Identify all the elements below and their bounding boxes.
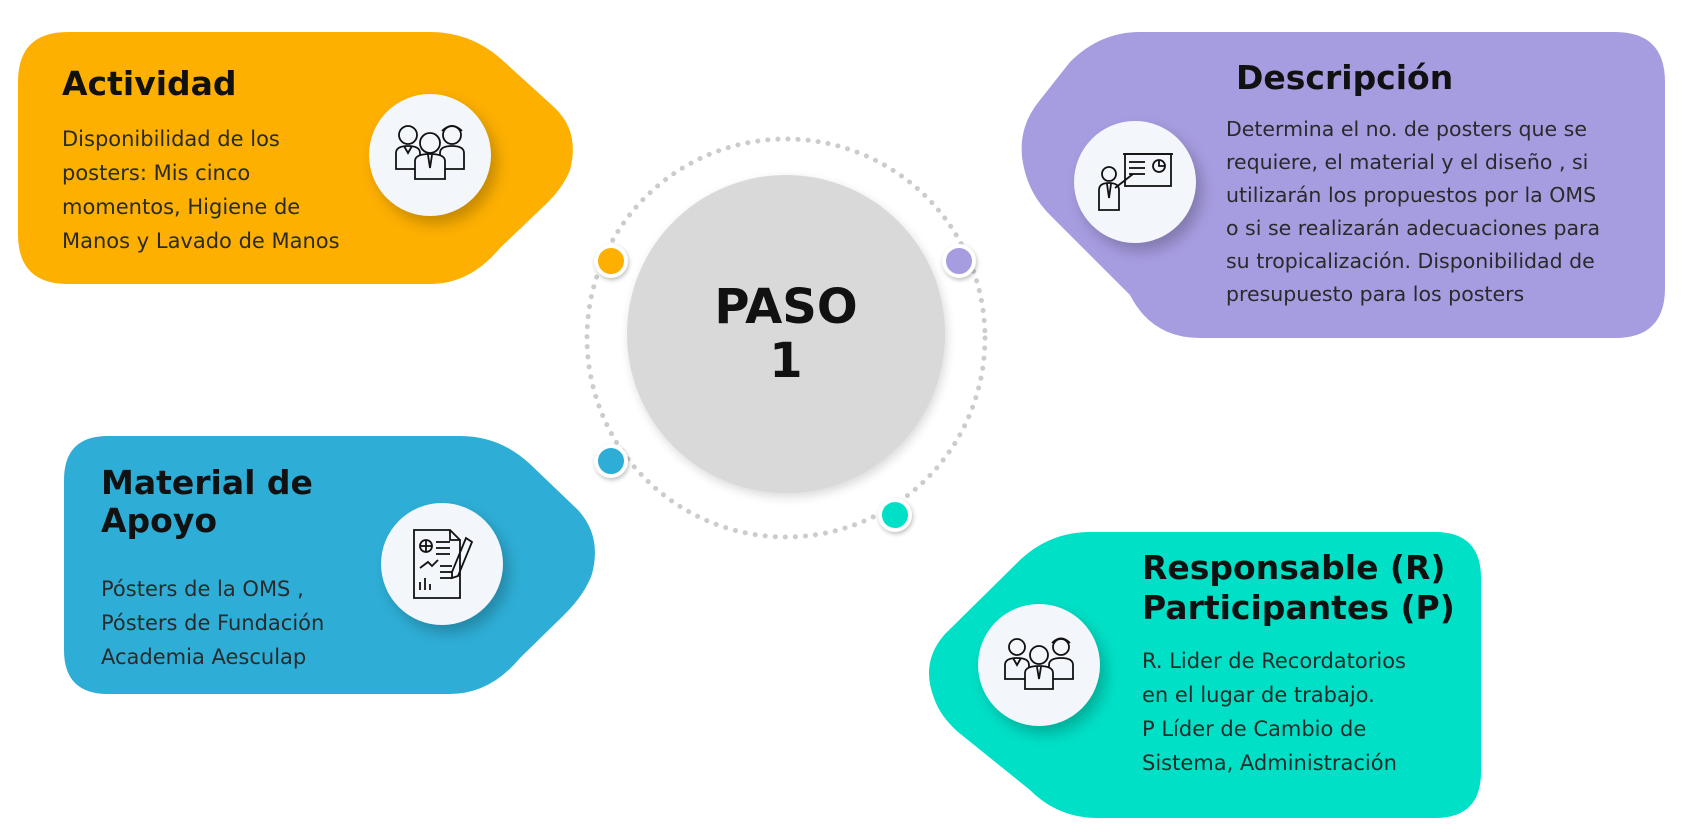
descripcion-description: Determina el no. de posters que se requi… — [1226, 113, 1646, 311]
presentation-icon — [1098, 153, 1173, 211]
material-title: Material de Apoyo — [101, 464, 313, 540]
material-description: Pósters de la OMS , Pósters de Fundación… — [101, 572, 401, 674]
text-line: Academia Aesculap — [101, 645, 307, 669]
actividad-title: Actividad — [62, 64, 237, 103]
text-line: Manos y Lavado de Manos — [62, 229, 340, 253]
text-line: su tropicalización. Disponibilidad de — [1226, 249, 1595, 273]
report-document-icon — [413, 529, 474, 599]
dotted-ring — [584, 136, 988, 540]
text-line: utilizarán los propuestos por la OMS — [1226, 183, 1597, 207]
text-line: momentos, Higiene de — [62, 195, 301, 219]
blue-dot — [594, 444, 628, 478]
text-line: Pósters de Fundación — [101, 611, 325, 635]
responsable-title: Responsable (R) Participantes (P) — [1142, 548, 1455, 628]
teal-dot — [878, 498, 912, 532]
center-label-number: 1 — [769, 333, 803, 389]
material-card-shape — [64, 436, 595, 694]
text-line: posters: Mis cinco — [62, 161, 251, 185]
text-line: presupuesto para los posters — [1226, 282, 1525, 306]
text-line: Sistema, Administración — [1142, 751, 1397, 775]
descripcion-title: Descripción — [1236, 58, 1454, 97]
actividad-description: Disponibilidad de los posters: Mis cinco… — [62, 122, 382, 258]
people-group-icon — [1004, 637, 1074, 690]
orange-dot — [594, 244, 628, 278]
title-line: Material de — [101, 463, 313, 502]
people-group-icon — [395, 125, 465, 180]
purple-dot — [942, 244, 976, 278]
material-icon-circle — [381, 503, 503, 625]
descripcion-card-shape — [1021, 32, 1665, 338]
text-line: o si se realizarán adecuaciones para — [1226, 216, 1601, 240]
center-label-paso: PASO — [714, 279, 858, 335]
text-line: P Líder de Cambio de — [1142, 717, 1367, 741]
text-line: en el lugar de trabajo. — [1142, 683, 1375, 707]
responsable-description: R. Lider de Recordatorios en el lugar de… — [1142, 644, 1462, 780]
text-line: Determina el no. de posters que se — [1226, 117, 1587, 141]
text-line: R. Lider de Recordatorios — [1142, 649, 1406, 673]
title-line: Apoyo — [101, 501, 218, 540]
responsable-card-shape — [928, 532, 1481, 818]
text-line: Pósters de la OMS , — [101, 577, 304, 601]
title-line: Responsable (R) — [1142, 548, 1446, 587]
center-circle: PASO 1 — [627, 175, 945, 493]
title-line: Participantes (P) — [1142, 588, 1455, 627]
text-line: Disponibilidad de los — [62, 127, 280, 151]
text-line: requiere, el material y el diseño , si — [1226, 150, 1589, 174]
actividad-icon-circle — [369, 94, 491, 216]
descripcion-icon-circle — [1074, 121, 1196, 243]
responsable-icon-circle — [978, 604, 1100, 726]
